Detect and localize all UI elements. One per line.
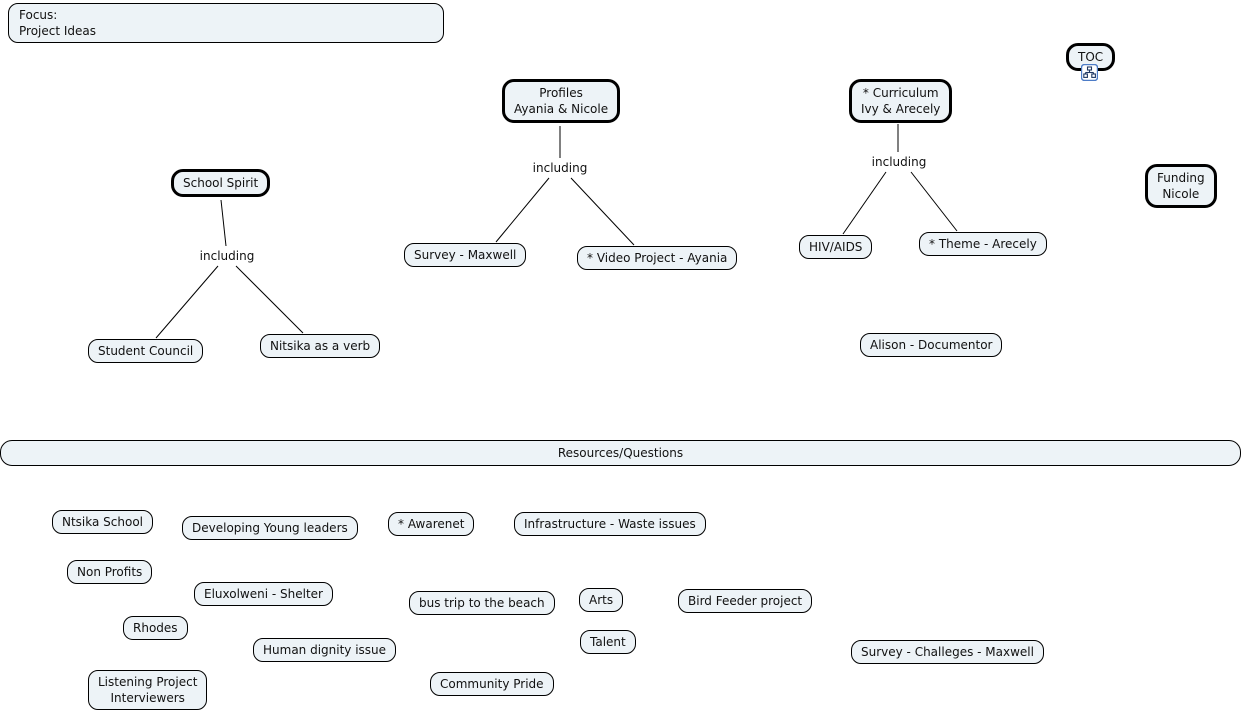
concept-infrastructure-waste-issues[interactable]: Infrastructure - Waste issues xyxy=(514,512,706,537)
concept-theme-arecely[interactable]: * Theme - Arecely xyxy=(919,232,1047,257)
concept-hiv-aids[interactable]: HIV/AIDS xyxy=(799,235,873,260)
concept-survey-challeges-maxwell[interactable]: Survey - Challeges - Maxwell xyxy=(851,640,1044,665)
concept-talent[interactable]: Talent xyxy=(580,630,636,655)
concept-awarenet[interactable]: * Awarenet xyxy=(388,512,475,537)
concept-alison-documentor[interactable]: Alison - Documentor xyxy=(860,333,1003,358)
linking-phrase-profiles[interactable]: including xyxy=(530,161,590,175)
concept-human-dignity-issue[interactable]: Human dignity issue xyxy=(253,638,397,663)
concept-nitsika-as-a-verb[interactable]: Nitsika as a verb xyxy=(260,334,381,359)
concept-listening-project-interviewers[interactable]: Listening Project Interviewers xyxy=(88,670,208,711)
concept-bird-feeder-project[interactable]: Bird Feeder project xyxy=(678,589,813,614)
concept-ntsika-school[interactable]: Ntsika School xyxy=(52,510,154,535)
concept-funding-nicole[interactable]: Funding Nicole xyxy=(1145,164,1217,209)
concept-resources-questions[interactable]: Resources/Questions xyxy=(0,440,1241,467)
linking-phrase-curriculum[interactable]: including xyxy=(869,155,929,169)
concept-profiles[interactable]: Profiles Ayania & Nicole xyxy=(502,79,621,124)
concept-student-council[interactable]: Student Council xyxy=(88,339,204,364)
linked-cmap-icon[interactable] xyxy=(1081,64,1098,81)
concept-developing-young-leaders[interactable]: Developing Young leaders xyxy=(182,516,358,541)
focus-box[interactable]: Focus: Project Ideas xyxy=(8,3,444,44)
concept-arts[interactable]: Arts xyxy=(579,588,624,613)
concept-community-pride[interactable]: Community Pride xyxy=(430,672,554,697)
concept-eluxolweni-shelter[interactable]: Eluxolweni - Shelter xyxy=(194,582,333,607)
concept-video-project-ayania[interactable]: * Video Project - Ayania xyxy=(577,246,738,271)
linking-phrase-school-spirit[interactable]: including xyxy=(197,249,257,263)
concept-school-spirit[interactable]: School Spirit xyxy=(171,169,271,198)
concept-curriculum[interactable]: * Curriculum Ivy & Arecely xyxy=(849,79,953,124)
concept-survey-maxwell[interactable]: Survey - Maxwell xyxy=(404,243,527,268)
concept-rhodes[interactable]: Rhodes xyxy=(123,616,188,641)
concept-non-profits[interactable]: Non Profits xyxy=(67,560,153,585)
concept-bus-trip-to-the-beach[interactable]: bus trip to the beach xyxy=(409,591,555,616)
